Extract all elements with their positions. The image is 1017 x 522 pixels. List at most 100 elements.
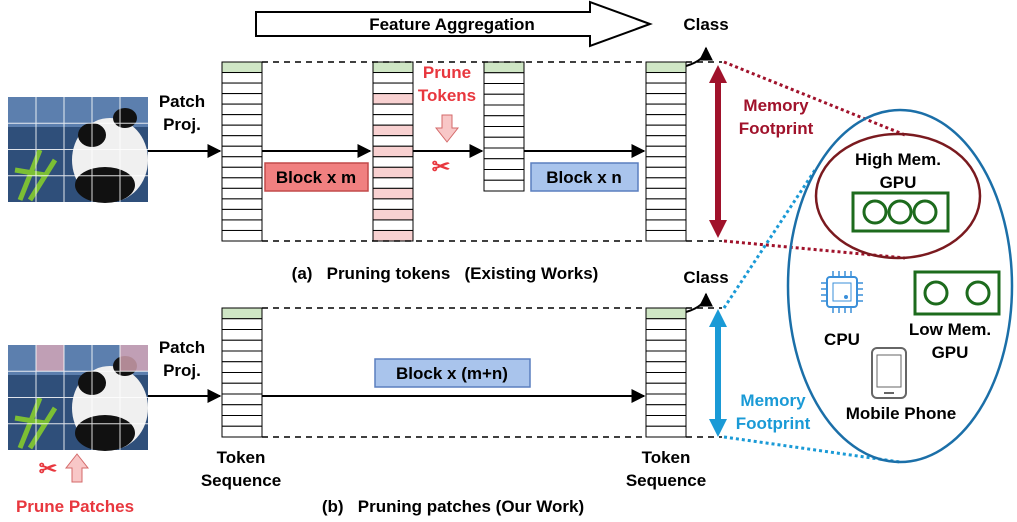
token-cell xyxy=(221,372,263,384)
token-cell xyxy=(221,361,263,373)
token-cell xyxy=(372,187,414,200)
prune-tokens-line2: Tokens xyxy=(418,86,476,105)
token-cell xyxy=(483,136,525,149)
panda-image-bottom xyxy=(8,345,148,451)
token-cell xyxy=(483,104,525,117)
token-cell xyxy=(645,372,687,384)
block-m-plus-n-label: Block x (m+n) xyxy=(396,364,508,383)
token-cell xyxy=(221,156,263,168)
token-cell xyxy=(372,124,414,137)
token-cell xyxy=(645,350,687,363)
class-arrow-top xyxy=(685,46,713,67)
token-cell xyxy=(221,219,263,231)
low-mem-gpu-icon xyxy=(913,270,1001,316)
token-cell xyxy=(372,177,414,189)
token-cell xyxy=(645,177,687,189)
token-cell xyxy=(221,393,263,406)
patch-proj-bottom-line2: Proj. xyxy=(163,361,201,380)
cpu-label: CPU xyxy=(824,330,860,349)
token-cell xyxy=(645,393,687,406)
token-cell xyxy=(221,404,263,416)
token-cell xyxy=(221,166,263,179)
cpu-icon xyxy=(821,271,863,313)
token-columns xyxy=(221,61,687,438)
token-cell xyxy=(645,425,687,438)
token-seq-left-line2: Sequence xyxy=(201,471,281,490)
token-cell xyxy=(483,158,525,170)
token-cell xyxy=(645,361,687,373)
token-cell xyxy=(645,404,687,416)
token-cell xyxy=(221,425,263,438)
devices-ellipse xyxy=(786,108,1014,464)
patch-grid-bottom xyxy=(8,345,148,450)
token-cell xyxy=(645,93,687,105)
token-cell xyxy=(645,156,687,168)
token-cell xyxy=(483,169,525,181)
memory-top-line1: Memory xyxy=(743,96,809,115)
token-column-input-bottom xyxy=(221,307,263,438)
class-label-top: Class xyxy=(683,15,728,34)
prune-down-arrow-icon xyxy=(434,114,460,143)
prune-patches-label: Prune Patches xyxy=(16,497,134,516)
token-cell xyxy=(221,93,263,105)
token-cell xyxy=(645,103,687,116)
token-cell xyxy=(645,208,687,221)
token-cell xyxy=(221,145,263,158)
token-column-pruned-top xyxy=(372,61,414,242)
token-cell xyxy=(372,103,414,116)
low-mem-line1: Low Mem. xyxy=(909,320,991,339)
token-cell xyxy=(221,135,263,147)
token-cell xyxy=(221,177,263,189)
class-arrow-bottom xyxy=(685,292,713,313)
prune-tokens-line1: Prune xyxy=(423,63,471,82)
token-cell xyxy=(645,145,687,158)
token-cell xyxy=(483,115,525,127)
token-cell xyxy=(483,72,525,84)
token-cell xyxy=(221,72,263,84)
token-cell xyxy=(483,93,525,106)
token-cell xyxy=(645,61,687,74)
token-cell xyxy=(372,145,414,158)
token-cell xyxy=(221,339,263,352)
memory-bottom-line2: Footprint xyxy=(736,414,811,433)
token-cell xyxy=(221,415,263,427)
token-cell xyxy=(372,219,414,231)
token-cell xyxy=(372,198,414,210)
token-cell xyxy=(645,198,687,210)
mobile-phone-label: Mobile Phone xyxy=(846,404,957,423)
token-cell xyxy=(645,307,687,320)
token-seq-right-line2: Sequence xyxy=(626,471,706,490)
token-cell xyxy=(221,329,263,341)
patch-grid-top xyxy=(8,97,148,202)
token-cell xyxy=(645,219,687,231)
token-seq-right-line1: Token xyxy=(642,448,691,467)
patch-proj-bottom-line1: Patch xyxy=(159,338,205,357)
token-column-output-top xyxy=(645,61,687,242)
caption-a: (a) Pruning tokens (Existing Works) xyxy=(292,264,599,283)
memory-bottom-line1: Memory xyxy=(740,391,806,410)
token-cell xyxy=(372,61,414,74)
high-mem-line1: High Mem. xyxy=(855,150,941,169)
block-m xyxy=(264,162,369,192)
token-cell xyxy=(221,318,263,330)
token-cell xyxy=(645,166,687,179)
token-cell xyxy=(221,208,263,221)
token-cell xyxy=(645,124,687,137)
high-mem-gpu-ellipse xyxy=(814,132,982,260)
token-cell xyxy=(483,179,525,192)
low-mem-line2: GPU xyxy=(932,343,969,362)
panda-image-top xyxy=(8,97,148,203)
token-cell xyxy=(483,147,525,160)
token-cell xyxy=(645,382,687,395)
prune-up-arrow-icon xyxy=(64,453,90,483)
scissors-icon-top: ✂ xyxy=(432,154,450,179)
token-column-after-prune-top xyxy=(483,61,525,192)
scissors-icon-bottom: ✂ xyxy=(39,456,57,481)
token-cell xyxy=(221,124,263,137)
block-n xyxy=(530,162,639,192)
token-cell xyxy=(372,135,414,147)
token-cell xyxy=(221,114,263,126)
token-cell xyxy=(372,82,414,95)
token-cell xyxy=(645,339,687,352)
